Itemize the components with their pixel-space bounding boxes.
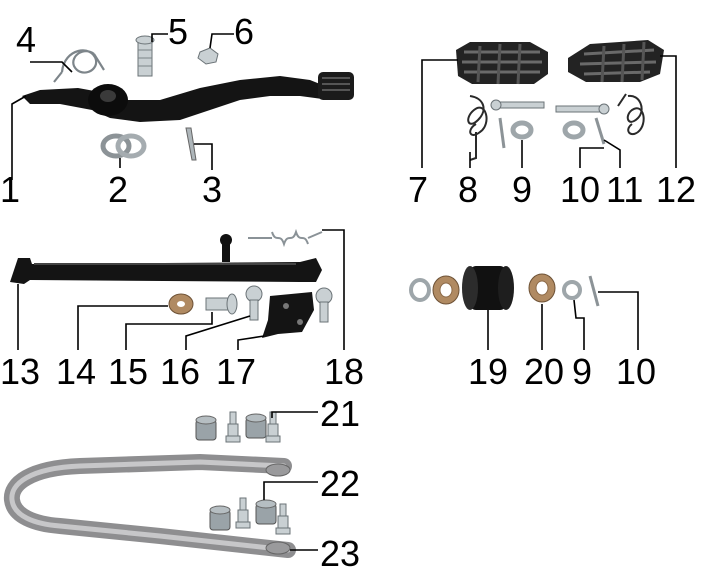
callout-2: 2 — [108, 169, 128, 210]
pivot-bolt-part-15 — [205, 293, 238, 315]
leader-22 — [263, 481, 318, 500]
pedal-tip — [318, 72, 354, 100]
brake-pedal-arm — [22, 76, 350, 122]
washer-right — [562, 120, 586, 140]
callout-21: 21 — [320, 393, 360, 434]
washer-part-2a — [100, 133, 132, 159]
leader-5 — [151, 33, 168, 42]
spring-part-8 — [467, 95, 488, 161]
cotter-pin-left — [498, 117, 506, 149]
leader-14 — [77, 305, 168, 350]
footpeg-right-part-12 — [568, 40, 664, 83]
washer-part-2b — [115, 133, 147, 159]
callout-3: 3 — [202, 169, 222, 210]
brake-pedal-group — [11, 33, 354, 180]
callout-8: 8 — [458, 169, 478, 210]
leader-10b — [598, 291, 639, 350]
leader-16 — [185, 315, 251, 350]
leader-6 — [209, 33, 234, 49]
leader-12 — [660, 55, 677, 168]
callout-18: 18 — [324, 351, 364, 392]
roller-washer-part-9 — [562, 280, 582, 300]
cotter-pin-part-11 — [594, 117, 606, 145]
callout-13: 13 — [0, 351, 40, 392]
loop-guard-group — [3, 411, 318, 558]
chain-roller-group — [409, 266, 639, 350]
chain-roller-part-19 — [462, 266, 514, 310]
leader-21 — [271, 411, 318, 418]
callout-12: 12 — [656, 169, 696, 210]
callout-20: 20 — [524, 351, 564, 392]
callout-15: 15 — [108, 351, 148, 392]
leader-18 — [322, 229, 345, 350]
footpeg-group — [421, 40, 677, 168]
callout-7: 7 — [408, 169, 428, 210]
pedal-pivot-hole — [100, 90, 116, 102]
callout-9a: 9 — [512, 169, 532, 210]
leader-15 — [125, 312, 213, 350]
leader-4 — [30, 61, 73, 73]
nut-part-6 — [197, 47, 219, 65]
footpeg-left-part-7 — [456, 42, 548, 85]
callout-6: 6 — [234, 11, 254, 52]
leader-7 — [421, 59, 458, 168]
bolt-part-21a — [225, 411, 241, 443]
callout-16: 16 — [160, 351, 200, 392]
bolt-part-16 — [245, 285, 263, 321]
callout-23: 23 — [320, 533, 360, 574]
roller-cotter-pin-part-10 — [588, 275, 600, 307]
callout-numbers: 1 2 3 4 5 6 7 8 9 10 11 12 13 14 15 16 1… — [0, 11, 696, 574]
pedal-tip-teeth — [322, 77, 350, 91]
bolt-right — [315, 287, 333, 323]
leader-3 — [194, 143, 213, 170]
bolt-lower-a — [235, 497, 251, 529]
callout-14: 14 — [56, 351, 96, 392]
leader-1 — [11, 95, 27, 180]
leader-9b — [573, 299, 585, 350]
cotter-pin-part-3 — [185, 127, 197, 161]
callout-4: 4 — [16, 19, 36, 60]
callout-5: 5 — [168, 11, 188, 52]
leader-17 — [237, 335, 265, 350]
callout-19: 19 — [468, 351, 508, 392]
spring-right — [617, 93, 645, 136]
callout-9b: 9 — [572, 351, 592, 392]
bolt-lower-b — [275, 503, 291, 535]
leader-10a — [579, 147, 604, 168]
callout-10b: 10 — [616, 351, 656, 392]
stand-spring-part-18 — [248, 228, 323, 248]
roller-washer-left — [409, 278, 431, 302]
callout-10a: 10 — [560, 169, 600, 210]
washer-part-9 — [510, 120, 534, 140]
callout-1: 1 — [0, 169, 20, 210]
return-spring-part-4 — [53, 49, 105, 83]
leader-11 — [603, 139, 621, 168]
callout-11: 11 — [606, 169, 643, 210]
bolt-part-21b — [265, 411, 281, 443]
bracket-part-17 — [262, 292, 314, 338]
callout-22: 22 — [320, 463, 360, 504]
side-stand-bar-part-13 — [10, 258, 322, 284]
bolt-part-5 — [135, 35, 155, 77]
side-stand-group — [10, 228, 345, 350]
callout-17: 17 — [216, 351, 256, 392]
